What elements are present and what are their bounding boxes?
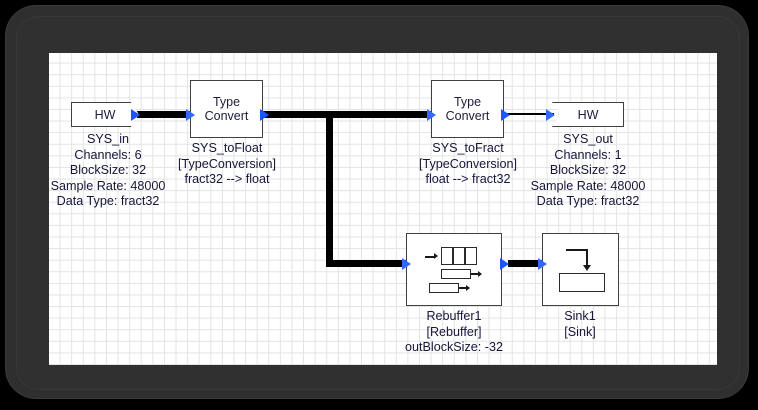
block-sys-tofloat-title-2: Convert (205, 109, 249, 123)
caption-rebuffer1: Rebuffer1 [Rebuffer] outBlockSize: -32 (383, 309, 525, 356)
block-diagram-canvas[interactable]: HW SYS_in Channels: 6 BlockSize: 32 Samp… (49, 53, 717, 365)
block-sink1[interactable] (542, 233, 619, 306)
caption-sys-out-prop-2: Sample Rate: 48000 (498, 179, 678, 195)
block-sys-tofloat[interactable]: Type Convert (190, 80, 263, 138)
rebuffer-icon (407, 234, 503, 307)
caption-sink1-name: Sink1 (520, 309, 640, 325)
caption-rebuffer1-detail: outBlockSize: -32 (383, 340, 525, 356)
block-sys-in-label: HW (95, 108, 116, 122)
port-sys-tofloat-input[interactable] (186, 109, 195, 121)
block-sys-tofloat-title-1: Type (213, 95, 240, 109)
caption-sys-tofloat-type: [TypeConversion] (156, 157, 298, 173)
wire-branch-to-rebuffer (326, 260, 409, 267)
caption-sys-tofloat-detail: fract32 --> float (156, 172, 298, 188)
wire-branch-vertical (326, 111, 333, 267)
port-sys-in-output[interactable] (131, 109, 140, 121)
block-sys-tofract-title-2: Convert (446, 109, 490, 123)
block-sys-tofract-title-1: Type (454, 95, 481, 109)
caption-rebuffer1-name: Rebuffer1 (383, 309, 525, 325)
port-rebuffer1-input[interactable] (402, 258, 411, 270)
caption-sys-tofloat-name: SYS_toFloat (156, 141, 298, 157)
caption-sys-out-name: SYS_out (498, 132, 678, 148)
caption-sys-in-prop-3: Data Type: fract32 (49, 194, 198, 210)
caption-sink1-type: [Sink] (520, 325, 640, 341)
port-sys-tofract-input[interactable] (427, 109, 436, 121)
block-sys-tofract[interactable]: Type Convert (431, 80, 504, 138)
sink-icon (543, 234, 620, 307)
port-rebuffer1-output[interactable] (500, 258, 509, 270)
caption-sys-out-prop-3: Data Type: fract32 (498, 194, 678, 210)
port-sys-tofract-output[interactable] (501, 109, 510, 121)
caption-sys-out-prop-1: BlockSize: 32 (498, 163, 678, 179)
wire-sysin-to-tofloat (131, 111, 191, 118)
port-sys-out-input[interactable] (546, 109, 555, 121)
caption-sink1: Sink1 [Sink] (520, 309, 640, 340)
port-sys-tofloat-output[interactable] (260, 109, 269, 121)
caption-rebuffer1-type: [Rebuffer] (383, 325, 525, 341)
caption-sys-tofloat: SYS_toFloat [TypeConversion] fract32 -->… (156, 141, 298, 188)
device-frame-inner: HW SYS_in Channels: 6 BlockSize: 32 Samp… (16, 16, 740, 390)
port-sink1-input[interactable] (538, 258, 547, 270)
wire-tofloat-to-tofract (261, 111, 436, 118)
caption-sys-out: SYS_out Channels: 1 BlockSize: 32 Sample… (498, 132, 678, 210)
block-sys-in[interactable]: HW (71, 102, 139, 127)
block-rebuffer1[interactable] (406, 233, 502, 306)
caption-sys-out-prop-0: Channels: 1 (498, 148, 678, 164)
block-sys-out-label: HW (578, 108, 599, 122)
device-frame: HW SYS_in Channels: 6 BlockSize: 32 Samp… (6, 6, 748, 398)
block-sys-out[interactable]: HW (552, 102, 624, 127)
